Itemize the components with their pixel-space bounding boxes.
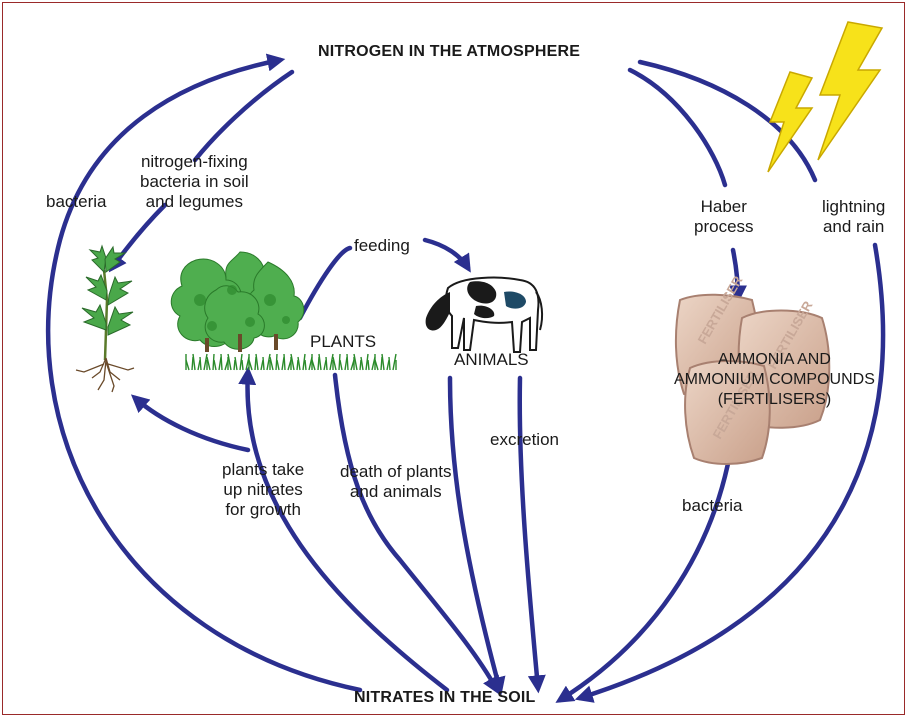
label-bacteria-right: bacteria <box>682 496 743 515</box>
label-haber-process: Haber process <box>694 197 754 237</box>
label-line: and rain <box>822 217 885 236</box>
label-line: for growth <box>225 500 301 519</box>
label-excretion: excretion <box>490 430 559 449</box>
grass-blade <box>297 356 301 371</box>
grass-blade <box>206 356 211 371</box>
grass-blade <box>353 353 358 371</box>
grass-blade <box>185 359 190 371</box>
arrow-lightning <box>637 59 818 183</box>
grass-blade <box>275 353 278 371</box>
fertiliser-sacks-icon <box>674 293 831 465</box>
arrow-lightning-lower <box>574 242 886 703</box>
grass-blade <box>233 359 236 371</box>
grass-blade <box>239 353 243 371</box>
arrow-excretion <box>517 375 546 694</box>
grass-blade <box>374 359 379 371</box>
grass-blade <box>290 353 295 371</box>
label-line: process <box>694 217 754 236</box>
grass-blade <box>325 356 328 371</box>
grass-blade <box>317 356 320 371</box>
label-lightning-rain: lightning and rain <box>822 197 885 237</box>
grass-blade <box>248 359 253 371</box>
grass-blade <box>302 353 306 371</box>
label-line: death of plants <box>340 462 452 481</box>
grass-blade <box>191 356 194 371</box>
grass-blade <box>392 353 397 371</box>
grass-blade <box>220 353 223 371</box>
grass-blade <box>262 356 265 371</box>
arrow-nitrogen-fixing <box>192 69 295 163</box>
grass-blade <box>367 359 370 371</box>
plants-icon <box>170 251 397 371</box>
arrow-death-plants <box>332 372 500 695</box>
arrow-plants-take-up-left <box>130 394 251 453</box>
label-line: plants take <box>222 460 305 479</box>
arrow-haber-lower <box>728 247 747 304</box>
arrow-bacteria-left <box>45 53 363 693</box>
grass-blade <box>269 356 274 371</box>
arrow-feeding <box>297 245 353 321</box>
lightning-icon <box>767 21 884 173</box>
grass-blade <box>346 353 349 371</box>
grass-blade <box>192 353 196 371</box>
grass-blade <box>360 356 364 371</box>
label-feeding: feeding <box>354 236 410 255</box>
label-death: death of plants and animals <box>340 462 452 502</box>
grass-blade <box>329 353 334 371</box>
grass-blade <box>254 356 257 371</box>
grass-blade <box>227 353 232 371</box>
grass-blade <box>276 359 280 371</box>
label-plants-take-up: plants take up nitrates for growth <box>222 460 304 520</box>
label-line: AMMONIUM COMPOUNDS <box>674 371 875 388</box>
label-line: nitrogen-fixing <box>140 152 248 171</box>
label-line: and legumes <box>145 192 243 211</box>
grass-blade <box>332 356 337 371</box>
label-bacteria-left: bacteria <box>46 192 107 211</box>
grass-blade <box>199 356 202 371</box>
arrow-haber <box>627 67 728 188</box>
label-line: lightning <box>822 197 886 216</box>
grass-blade <box>365 353 369 371</box>
grass-blade <box>266 353 271 371</box>
grass-blade <box>241 359 244 371</box>
arrow-nitrogen-fixing-lower <box>108 202 168 273</box>
label-line: up nitrates <box>223 480 303 499</box>
arrow-plants-take-up <box>238 366 450 693</box>
grass-blade <box>213 359 217 371</box>
arrow-bacteria-right <box>555 417 738 703</box>
grass-blade <box>203 353 208 371</box>
arrow-feeding-head <box>422 237 471 273</box>
arrow-death-animals <box>447 375 506 696</box>
title-nitrogen-atmosphere: NITROGEN IN THE ATMOSPHERE <box>318 43 581 60</box>
label-line: Haber <box>700 197 747 216</box>
grass-blade <box>234 356 238 371</box>
grass-blade <box>338 353 341 371</box>
label-line: and animals <box>349 482 442 501</box>
seedling-icon <box>75 244 135 393</box>
grass-blade <box>311 359 316 371</box>
label-fertilisers: AMMONIA AND AMMONIUM COMPOUNDS (FERTILIS… <box>674 350 875 410</box>
grass-blade <box>381 353 385 371</box>
grass-blade <box>388 356 391 371</box>
label-line: AMMONIA AND <box>717 351 831 368</box>
label-nitrogen-fixing: nitrogen-fixing bacteria in soil and leg… <box>140 152 249 212</box>
grass-blade <box>283 353 286 371</box>
label-animals: ANIMALS <box>454 350 529 369</box>
grass-blade <box>318 353 322 371</box>
grass-blade <box>339 359 343 371</box>
grass-blade <box>296 359 299 371</box>
cow-icon <box>425 276 544 353</box>
grass-blade <box>380 356 383 371</box>
title-nitrates-soil: NITRATES IN THE SOIL <box>354 689 536 706</box>
grass-blade <box>304 359 307 371</box>
label-line: bacteria in soil <box>140 172 249 191</box>
grass-blade <box>255 353 259 371</box>
label-line: (FERTILISERS) <box>717 391 832 408</box>
grass-blade <box>212 353 215 371</box>
label-plants: PLANTS <box>310 332 377 351</box>
grass-blade <box>359 359 362 371</box>
